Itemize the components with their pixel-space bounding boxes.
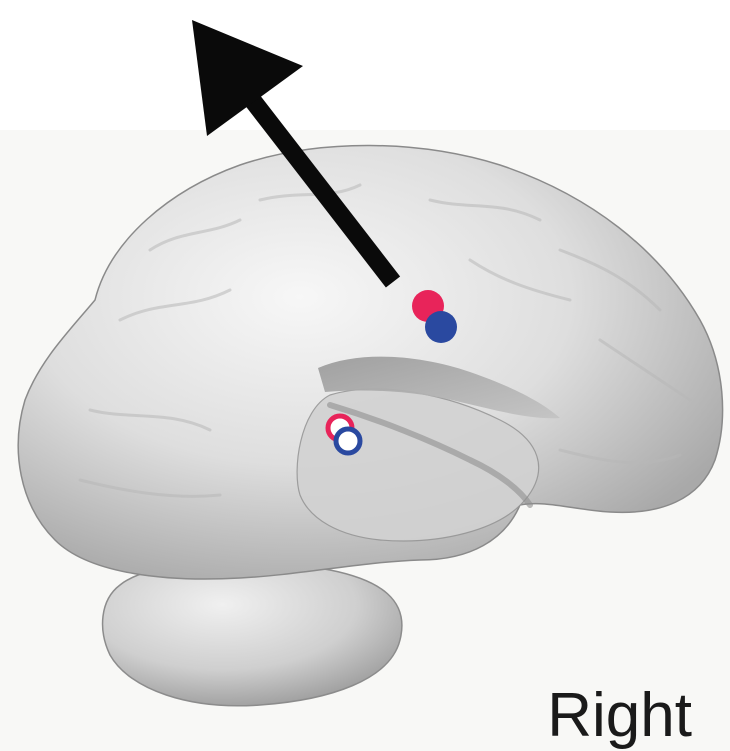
marker-upper-blue — [425, 311, 457, 343]
hemisphere-label: Right — [547, 685, 692, 747]
marker-lower-blue — [336, 429, 360, 453]
cerebellum — [103, 562, 402, 706]
